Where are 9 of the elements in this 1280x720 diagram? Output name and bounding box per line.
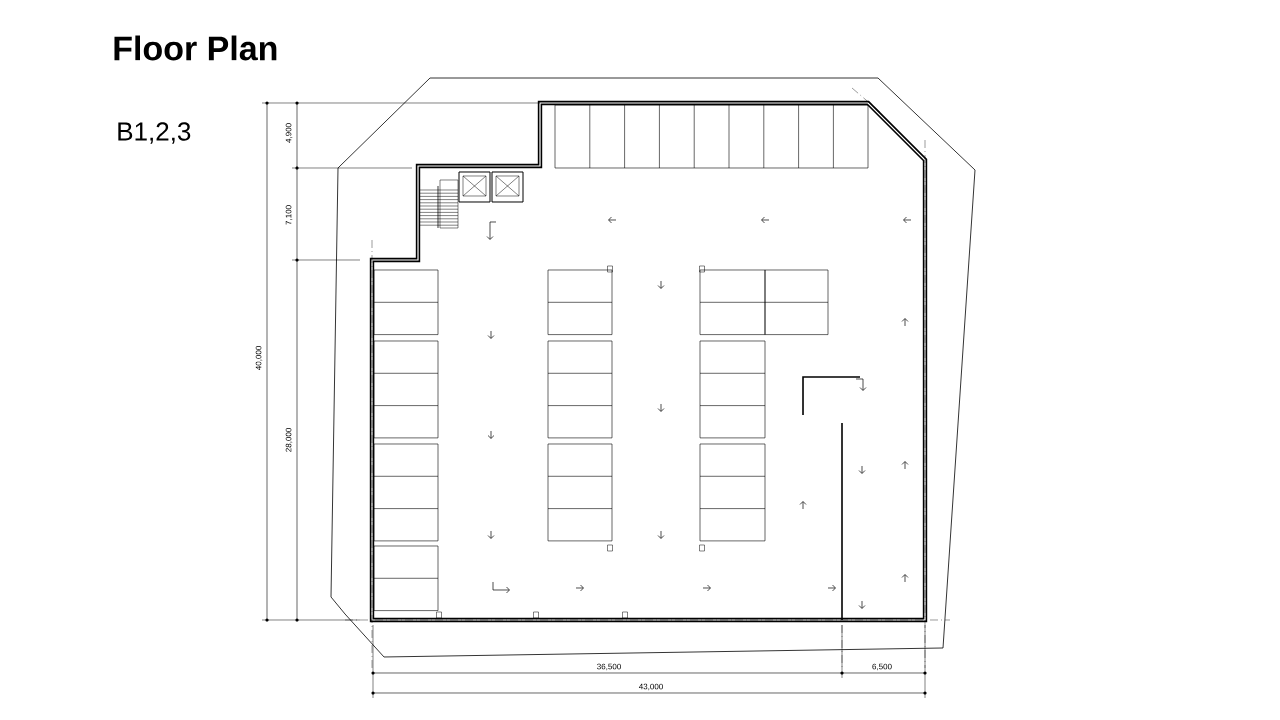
title: Floor Plan [114,35,277,61]
dimension-label: 43,000 [637,682,665,692]
dimension-label: 4,900 [284,122,294,144]
floor-label: B1,2,3 [115,121,193,145]
dimension-label: 40,000 [254,344,264,372]
dimension-label: 28,000 [284,426,294,454]
dimension-label: 6,500 [871,662,893,672]
dimension-label: 36,500 [595,662,623,672]
dimension-label: 7,100 [284,204,294,226]
